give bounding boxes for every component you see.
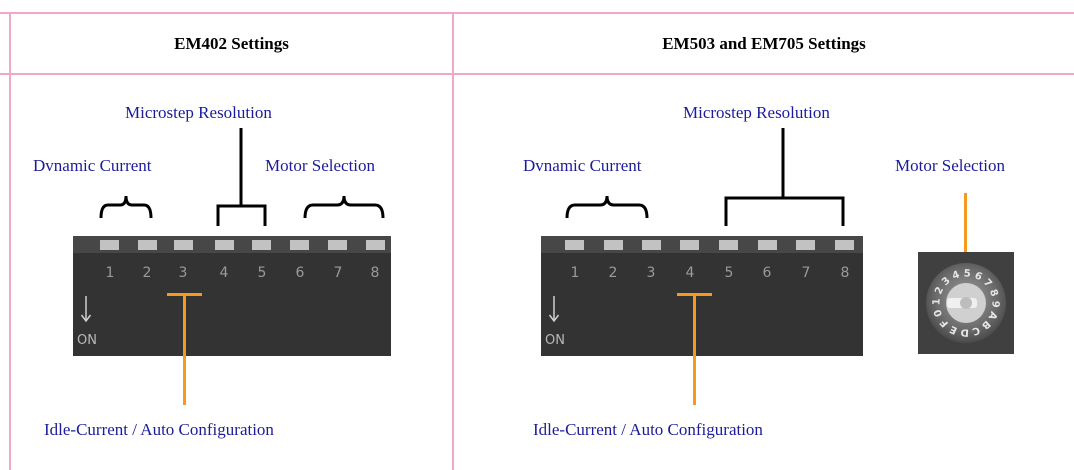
em402-switch-number: 5	[257, 265, 267, 281]
header-em402: EM402 Settings	[11, 14, 452, 74]
em503-idle-current-label: Idle-Current / Auto Configuration	[533, 420, 763, 439]
rotary-dial-character: 2	[933, 285, 946, 296]
em402-switch-number: 3	[178, 265, 188, 281]
em402-switch-6[interactable]	[290, 240, 309, 250]
em402-dynamic-current-label: Dvnamic Current	[33, 156, 152, 175]
em503-switch-number: 1	[570, 265, 580, 281]
em503-switch-5[interactable]	[719, 240, 738, 250]
em402-microstep-bracket	[216, 128, 267, 226]
rotary-dial-character: 1	[931, 298, 942, 305]
rotary-dial-character: C	[971, 324, 982, 337]
em503-motor-selection-label: Motor Selection	[895, 156, 1006, 175]
em402-switch-number: 2	[142, 265, 152, 281]
em402-switch-number: 8	[370, 265, 380, 281]
em503-switch-1[interactable]	[565, 240, 584, 250]
em503-switch-number: 5	[724, 265, 734, 281]
column-divider	[452, 12, 454, 470]
em402-switch-7[interactable]	[328, 240, 347, 250]
header-divider	[0, 73, 1074, 75]
em503-switch-number: 7	[801, 265, 811, 281]
em503-switch-number: 2	[608, 265, 618, 281]
em402-switch-1[interactable]	[100, 240, 119, 250]
rotary-dial-character: D	[960, 326, 969, 337]
em503-on-label: ON	[545, 333, 565, 348]
em402-switch-number: 6	[295, 265, 305, 281]
em503-dynamic-current-label: Dvnamic Current	[523, 156, 642, 175]
em402-motor-selection-brace	[303, 195, 385, 219]
table-top-border	[0, 12, 1074, 14]
header-em402-text: EM402 Settings	[174, 34, 289, 53]
em402-switch-3[interactable]	[174, 240, 193, 250]
em503-switch-number: 8	[840, 265, 850, 281]
em503-down-arrow-icon	[548, 296, 560, 323]
em402-down-arrow-icon	[80, 296, 92, 323]
em402-switch-number: 4	[219, 265, 229, 281]
em402-switch-8[interactable]	[366, 240, 385, 250]
rotary-dial-character: A	[986, 309, 999, 321]
rotary-dial-character: 4	[951, 269, 961, 282]
em402-idle-current-label: Idle-Current / Auto Configuration	[44, 420, 274, 439]
em402-microstep-label: Microstep Resolution	[125, 103, 272, 122]
em503-switch-number: 6	[762, 265, 772, 281]
rotary-dial-character: 5	[964, 268, 971, 279]
em503-switch-2[interactable]	[604, 240, 623, 250]
em402-switch-2[interactable]	[138, 240, 157, 250]
em503-switch-4[interactable]	[680, 240, 699, 250]
em402-idle-current-pointer-stem	[183, 293, 186, 405]
em503-switch-3[interactable]	[642, 240, 661, 250]
header-em503-em705: EM503 and EM705 Settings	[454, 14, 1074, 74]
em503-switch-6[interactable]	[758, 240, 777, 250]
rotary-dial-character: 8	[987, 288, 1000, 298]
rotary-dial-character: 0	[932, 308, 945, 318]
em503-microstep-bracket	[724, 128, 845, 226]
em503-idle-current-pointer-stem	[693, 293, 696, 405]
rotary-dial-character: 6	[973, 270, 984, 283]
em503-microstep-label: Microstep Resolution	[683, 103, 830, 122]
em503-switch-number: 3	[646, 265, 656, 281]
em402-switch-4[interactable]	[215, 240, 234, 250]
em503-switch-7[interactable]	[796, 240, 815, 250]
em503-dip-switch: 1 2 3 4 5 6 7 8 ON	[541, 236, 863, 356]
table-left-border	[9, 12, 11, 470]
em402-on-label: ON	[77, 333, 97, 348]
rotary-dial-character: E	[948, 323, 959, 336]
em402-dynamic-current-brace	[99, 195, 153, 219]
rotary-dial-character: 9	[989, 301, 1000, 308]
em503-dynamic-current-brace	[565, 195, 649, 219]
em503-switch-number: 4	[685, 265, 695, 281]
header-em503-text: EM503 and EM705 Settings	[662, 34, 866, 53]
em402-switch-number: 7	[333, 265, 343, 281]
em503-motor-selection-pointer	[964, 193, 967, 253]
em402-motor-selection-label: Motor Selection	[265, 156, 376, 175]
em503-switch-8[interactable]	[835, 240, 854, 250]
em402-dip-switch: 1 2 3 4 5 6 7 8 ON	[73, 236, 391, 356]
em402-switch-number: 1	[105, 265, 115, 281]
em402-switch-5[interactable]	[252, 240, 271, 250]
